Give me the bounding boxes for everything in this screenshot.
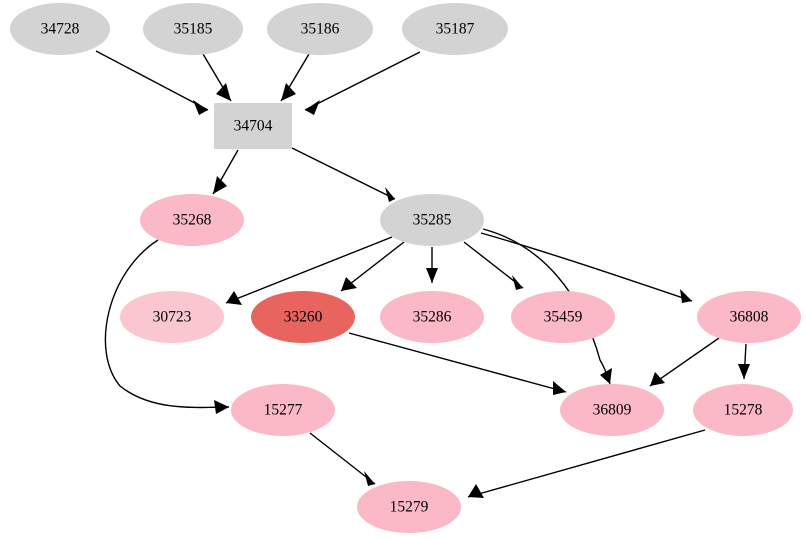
graph-node-35185[interactable]: 35185 xyxy=(143,3,243,55)
graph-node-36809[interactable]: 36809 xyxy=(560,384,664,436)
edge-line xyxy=(348,332,567,393)
arrowhead-icon xyxy=(213,176,227,194)
arrowhead-icon xyxy=(553,381,566,395)
edge-line xyxy=(309,432,376,485)
node-shape[interactable] xyxy=(560,384,664,436)
graph-edge-36808-15278 xyxy=(738,343,750,380)
graph-edge-35185-34704 xyxy=(202,53,232,102)
edge-line xyxy=(95,50,209,111)
graph-edge-34704-35268 xyxy=(212,149,239,195)
arrowhead-icon xyxy=(650,372,665,386)
arrowhead-icon xyxy=(281,83,296,101)
arrowhead-icon xyxy=(226,291,242,305)
graph-node-34704[interactable]: 34704 xyxy=(214,103,292,149)
graph-node-30723[interactable]: 30723 xyxy=(120,291,224,343)
graph-node-35286[interactable]: 35286 xyxy=(380,291,484,343)
graph-node-35268[interactable]: 35268 xyxy=(140,194,244,246)
graph-node-34728[interactable]: 34728 xyxy=(10,3,110,55)
node-shape[interactable] xyxy=(140,194,244,246)
node-shape[interactable] xyxy=(693,384,793,436)
arrowhead-icon xyxy=(341,277,357,291)
graph-edge-34728-34704 xyxy=(95,50,209,115)
node-shape[interactable] xyxy=(231,384,335,436)
edge-line xyxy=(304,51,421,111)
arrowhead-icon xyxy=(216,83,231,101)
graph-node-35459[interactable]: 35459 xyxy=(511,291,615,343)
graph-node-35186[interactable]: 35186 xyxy=(267,3,373,55)
arrowhead-icon xyxy=(680,289,692,303)
arrowhead-icon xyxy=(305,100,320,115)
graph-node-33260[interactable]: 33260 xyxy=(251,291,355,343)
graph-edge-35187-34704 xyxy=(304,51,421,115)
arrowhead-icon xyxy=(214,400,229,414)
graph-edge-34704-35285 xyxy=(291,147,396,202)
edges-layer xyxy=(95,50,750,498)
graph-edge-35285-35286 xyxy=(426,247,438,283)
edge-line xyxy=(463,241,524,289)
graph-edge-15277-15279 xyxy=(309,432,376,486)
node-shape[interactable] xyxy=(251,291,355,343)
node-shape[interactable] xyxy=(380,194,484,246)
node-shape[interactable] xyxy=(697,291,801,343)
graph-edge-35285-30723 xyxy=(225,236,393,305)
graph-node-36808[interactable]: 36808 xyxy=(697,291,801,343)
edge-line xyxy=(649,337,720,387)
graph-node-15278[interactable]: 15278 xyxy=(693,384,793,436)
graph-node-35285[interactable]: 35285 xyxy=(380,194,484,246)
node-shape[interactable] xyxy=(10,3,110,55)
node-shape[interactable] xyxy=(357,481,461,533)
graph-edge-36808-36809 xyxy=(649,337,720,387)
arrowhead-icon xyxy=(468,484,484,498)
node-shape[interactable] xyxy=(143,3,243,55)
arrowhead-icon xyxy=(600,368,612,384)
graph-edge-35186-34704 xyxy=(280,53,310,102)
node-shape[interactable] xyxy=(380,291,484,343)
graph-edge-35268-15277 xyxy=(104,239,230,414)
node-shape[interactable] xyxy=(267,3,373,55)
arrowhead-icon xyxy=(385,187,395,202)
graph-node-15277[interactable]: 15277 xyxy=(231,384,335,436)
arrowhead-icon xyxy=(193,100,208,115)
arrowhead-icon xyxy=(364,471,375,486)
graph-edge-35285-35459 xyxy=(463,241,524,290)
edge-line xyxy=(467,429,706,498)
edge-line xyxy=(480,232,693,302)
graph-edge-15278-15279 xyxy=(467,429,706,498)
arrowhead-icon xyxy=(512,275,523,290)
graph-edge-33260-36809 xyxy=(348,332,567,395)
edge-line xyxy=(104,239,230,409)
graph-node-15279[interactable]: 15279 xyxy=(357,481,461,533)
node-shape[interactable] xyxy=(402,3,508,55)
edge-line xyxy=(225,236,393,304)
arrowhead-icon xyxy=(738,364,750,379)
node-shape[interactable] xyxy=(120,291,224,343)
graph-node-35187[interactable]: 35187 xyxy=(402,3,508,55)
graph-edge-35285-36808 xyxy=(480,232,693,303)
node-shape[interactable] xyxy=(511,291,615,343)
arrowhead-icon xyxy=(426,268,438,283)
edge-line xyxy=(291,147,396,200)
node-shape[interactable] xyxy=(214,103,292,149)
graph-edge-35285-33260 xyxy=(340,241,405,292)
